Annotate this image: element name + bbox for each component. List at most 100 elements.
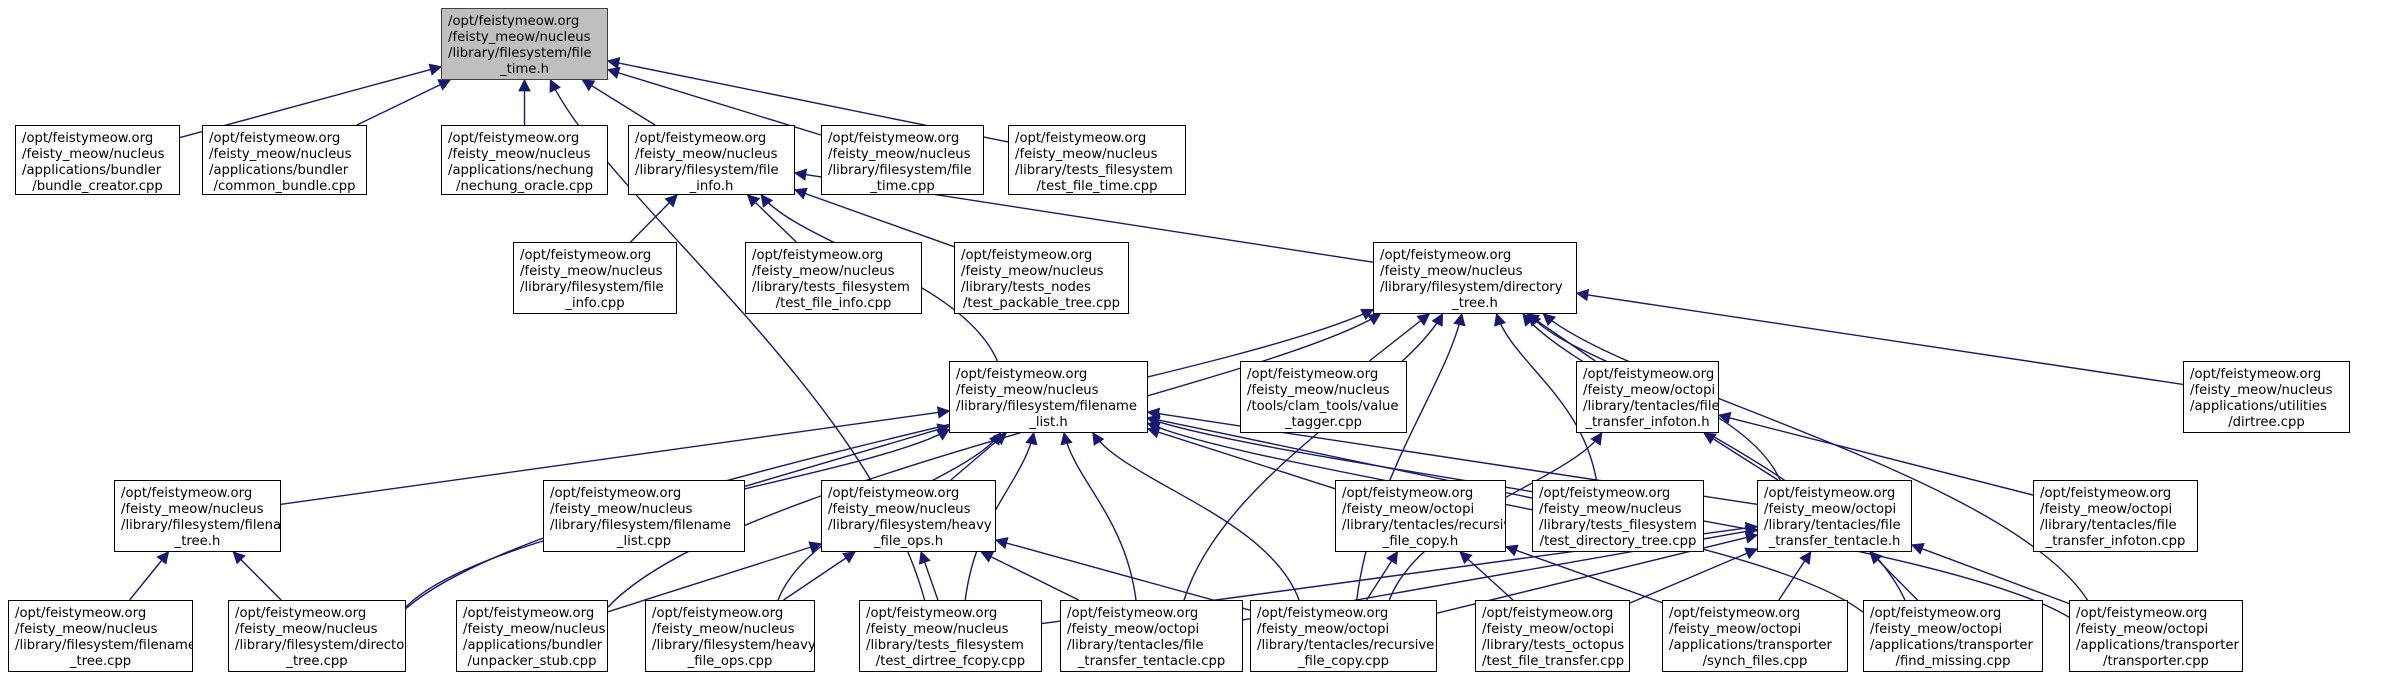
graph-node-heavy-file-ops-cpp[interactable]: /opt/feistymeow.org/feisty_meow/nucleus/… xyxy=(645,600,815,672)
node-label-line: /opt/feistymeow.org xyxy=(2190,367,2322,382)
graph-node-recursive-file-copy-h[interactable]: /opt/feistymeow.org/feisty_meow/octopi/l… xyxy=(1335,480,1506,552)
node-label-line: _tagger.cpp xyxy=(1284,415,1363,430)
graph-node-recursive-file-copy-cpp[interactable]: /opt/feistymeow.org/feisty_meow/octopi/l… xyxy=(1250,600,1437,672)
edge-heavy-file-ops-cpp-to-heavy-file-ops-h xyxy=(783,551,856,601)
graph-node-file-transfer-tentacle-h[interactable]: /opt/feistymeow.org/feisty_meow/octopi/l… xyxy=(1757,480,1912,552)
node-label-line: /transporter.cpp xyxy=(2103,654,2209,669)
node-label-line: _file_copy.h xyxy=(1382,534,1459,549)
node-label-line: /applications/bundler xyxy=(463,638,603,653)
node-label-line: /opt/feistymeow.org xyxy=(1380,248,1512,263)
edge-file-transfer-tentacle-cpp-to-filename-list-h xyxy=(1060,431,1137,601)
edge-filename-tree-cpp-to-filename-tree-h xyxy=(129,551,170,601)
node-label-line: /library/filesystem/filename xyxy=(550,518,731,533)
node-label-line: _info.h xyxy=(689,179,734,194)
edge-recursive-file-copy-h-to-filename-list-h xyxy=(1146,426,1336,490)
graph-node-file-transfer-tentacle-cpp[interactable]: /opt/feistymeow.org/feisty_meow/octopi/l… xyxy=(1060,600,1243,672)
edge-value-tagger-cpp-to-directory-tree-h xyxy=(1368,313,1431,362)
node-label-line: /library/tentacles/file xyxy=(1764,518,1901,533)
edge-file-info-h-to-file-time-h xyxy=(581,79,656,126)
node-label-line: /opt/feistymeow.org xyxy=(1583,367,1715,382)
node-label-line: _list.cpp xyxy=(616,534,672,549)
graph-node-filename-list-h[interactable]: /opt/feistymeow.org/feisty_meow/nucleus/… xyxy=(949,361,1148,433)
node-label-line: /opt/feistymeow.org xyxy=(828,486,960,501)
graph-node-heavy-file-ops-h[interactable]: /opt/feistymeow.org/feisty_meow/nucleus/… xyxy=(821,480,996,552)
edge-find-missing-cpp-to-directory-tree-h xyxy=(1522,313,1906,601)
graph-node-file-time-cpp[interactable]: /opt/feistymeow.org/feisty_meow/nucleus/… xyxy=(821,125,984,195)
edge-recursive-file-copy-cpp-to-directory-tree-h xyxy=(1356,312,1466,601)
graph-node-synch-files-cpp[interactable]: /opt/feistymeow.org/feisty_meow/octopi/a… xyxy=(1662,600,1848,672)
node-label-line: /library/filesystem/file xyxy=(448,46,592,61)
node-label-line: /opt/feistymeow.org xyxy=(1764,486,1896,501)
node-label-line: /opt/feistymeow.org xyxy=(1067,606,1199,621)
node-label-line: /opt/feistymeow.org xyxy=(2040,486,2172,501)
node-label-line: /applications/transporter xyxy=(1669,638,1832,653)
node-label-line: /applications/transporter xyxy=(1870,638,2033,653)
graph-node-test-file-transfer-cpp[interactable]: /opt/feistymeow.org/feisty_meow/octopi/l… xyxy=(1475,600,1630,672)
node-label-line: /opt/feistymeow.org xyxy=(1247,367,1379,382)
node-label-line: /feisty_meow/octopi xyxy=(1067,622,1200,637)
node-label-line: _info.cpp xyxy=(565,296,625,311)
node-label-line: /feisty_meow/nucleus xyxy=(652,622,795,637)
node-label-line: /dirtree.cpp xyxy=(2228,415,2305,430)
node-label-line: /library/filesystem/file xyxy=(635,163,779,178)
graph-node-file-info-h[interactable]: /opt/feistymeow.org/feisty_meow/nucleus/… xyxy=(628,125,795,195)
graph-node-directory-tree-h[interactable]: /opt/feistymeow.org/feisty_meow/nucleus/… xyxy=(1373,242,1577,314)
graph-node-filename-tree-cpp[interactable]: /opt/feistymeow.org/feisty_meow/nucleus/… xyxy=(8,600,193,672)
edge-common-bundle-cpp-to-file-time-h xyxy=(356,79,452,126)
node-label-line: _transfer_tentacle.cpp xyxy=(1077,654,1226,669)
graph-node-file-transfer-infoton-h[interactable]: /opt/feistymeow.org/feisty_meow/octopi/l… xyxy=(1576,361,1719,433)
graph-node-bundle-creator-cpp[interactable]: /opt/feistymeow.org/feisty_meow/nucleus/… xyxy=(15,125,180,195)
node-label-line: /tools/clam_tools/value xyxy=(1247,399,1399,414)
node-label-line: /opt/feistymeow.org xyxy=(235,606,367,621)
graph-node-test-directory-tree-cpp[interactable]: /opt/feistymeow.org/feisty_meow/nucleus/… xyxy=(1532,480,1704,552)
graph-node-dirtree-cpp[interactable]: /opt/feistymeow.org/feisty_meow/nucleus/… xyxy=(2183,361,2350,433)
graph-node-nechung-oracle-cpp[interactable]: /opt/feistymeow.org/feisty_meow/nucleus/… xyxy=(441,125,608,195)
edge-directory-tree-cpp-to-filename-tree-h xyxy=(232,551,282,601)
edge-synch-files-cpp-to-recursive-file-copy-h xyxy=(1504,544,1663,604)
graph-node-common-bundle-cpp[interactable]: /opt/feistymeow.org/feisty_meow/nucleus/… xyxy=(202,125,367,195)
graph-node-value-tagger-cpp[interactable]: /opt/feistymeow.org/feisty_meow/nucleus/… xyxy=(1240,361,1407,433)
graph-node-directory-tree-cpp[interactable]: /opt/feistymeow.org/feisty_meow/nucleus/… xyxy=(228,600,406,672)
node-label-line: /feisty_meow/nucleus xyxy=(956,383,1099,398)
node-label-line: /feisty_meow/nucleus xyxy=(866,622,1009,637)
edge-find-missing-cpp-to-file-transfer-tentacle-h xyxy=(1869,551,1918,601)
graph-node-filename-list-cpp[interactable]: /opt/feistymeow.org/feisty_meow/nucleus/… xyxy=(543,480,745,552)
graph-node-test-packable-tree-cpp[interactable]: /opt/feistymeow.org/feisty_meow/nucleus/… xyxy=(954,242,1129,314)
graph-node-test-dirtree-fcopy-cpp[interactable]: /opt/feistymeow.org/feisty_meow/nucleus/… xyxy=(859,600,1042,672)
edge-transporter-cpp-to-directory-tree-h xyxy=(1542,313,2089,601)
node-label-line: /library/tentacles/file xyxy=(1583,399,1719,414)
edge-unpacker-stub-cpp-to-heavy-file-ops-h xyxy=(607,541,823,613)
node-label-line: /feisty_meow/nucleus xyxy=(121,502,264,517)
node-label-line: /feisty_meow/nucleus xyxy=(209,147,352,162)
node-label-line: /library/filesystem/filename xyxy=(956,399,1137,414)
node-label-line: /applications/utilities xyxy=(2190,399,2327,414)
node-label-line: /applications/bundler xyxy=(209,163,349,178)
graph-node-test-file-time-cpp[interactable]: /opt/feistymeow.org/feisty_meow/nucleus/… xyxy=(1008,125,1186,195)
node-label-line: _file_copy.cpp xyxy=(1297,654,1390,669)
graph-node-unpacker-stub-cpp[interactable]: /opt/feistymeow.org/feisty_meow/nucleus/… xyxy=(456,600,608,672)
node-label-line: /opt/feistymeow.org xyxy=(2076,606,2208,621)
graph-node-file-info-cpp[interactable]: /opt/feistymeow.org/feisty_meow/nucleus/… xyxy=(513,242,677,314)
node-label-line: /feisty_meow/nucleus xyxy=(1247,383,1390,398)
graph-node-test-file-info-cpp[interactable]: /opt/feistymeow.org/feisty_meow/nucleus/… xyxy=(745,242,922,314)
edge-test-dirtree-fcopy-cpp-to-heavy-file-ops-h xyxy=(918,550,939,601)
node-label-line: /opt/feistymeow.org xyxy=(1257,606,1389,621)
graph-node-file-transfer-infoton-cpp[interactable]: /opt/feistymeow.org/feisty_meow/octopi/l… xyxy=(2033,480,2198,552)
node-label-line: /find_missing.cpp xyxy=(1895,654,2011,669)
graph-node-filename-tree-h[interactable]: /opt/feistymeow.org/feisty_meow/nucleus/… xyxy=(114,480,281,552)
node-label-line: /feisty_meow/octopi xyxy=(2040,502,2173,517)
graph-node-transporter-cpp[interactable]: /opt/feistymeow.org/feisty_meow/octopi/a… xyxy=(2069,600,2243,672)
graph-node-find-missing-cpp[interactable]: /opt/feistymeow.org/feisty_meow/octopi/a… xyxy=(1863,600,2043,672)
node-label-line: /feisty_meow/octopi xyxy=(1870,622,2003,637)
node-label-line: /library/tests_filesystem xyxy=(1539,518,1697,533)
node-label-line: /synch_files.cpp xyxy=(1702,654,1808,669)
node-label-line: /library/tentacles/file xyxy=(1067,638,1204,653)
edge-file-time-cpp-to-file-time-h xyxy=(606,66,822,136)
node-label-line: /library/filesystem/heavy xyxy=(652,638,815,653)
edge-filename-tree-h-to-filename-list-h xyxy=(280,406,951,506)
edge-test-packable-tree-cpp-to-file-info-h xyxy=(793,187,955,248)
edge-dirtree-cpp-to-directory-tree-h xyxy=(1575,288,2184,386)
node-label-line: /opt/feistymeow.org xyxy=(520,248,652,263)
node-label-line: /opt/feistymeow.org xyxy=(828,131,960,146)
node-label-line: _transfer_tentacle.h xyxy=(1768,534,1901,549)
